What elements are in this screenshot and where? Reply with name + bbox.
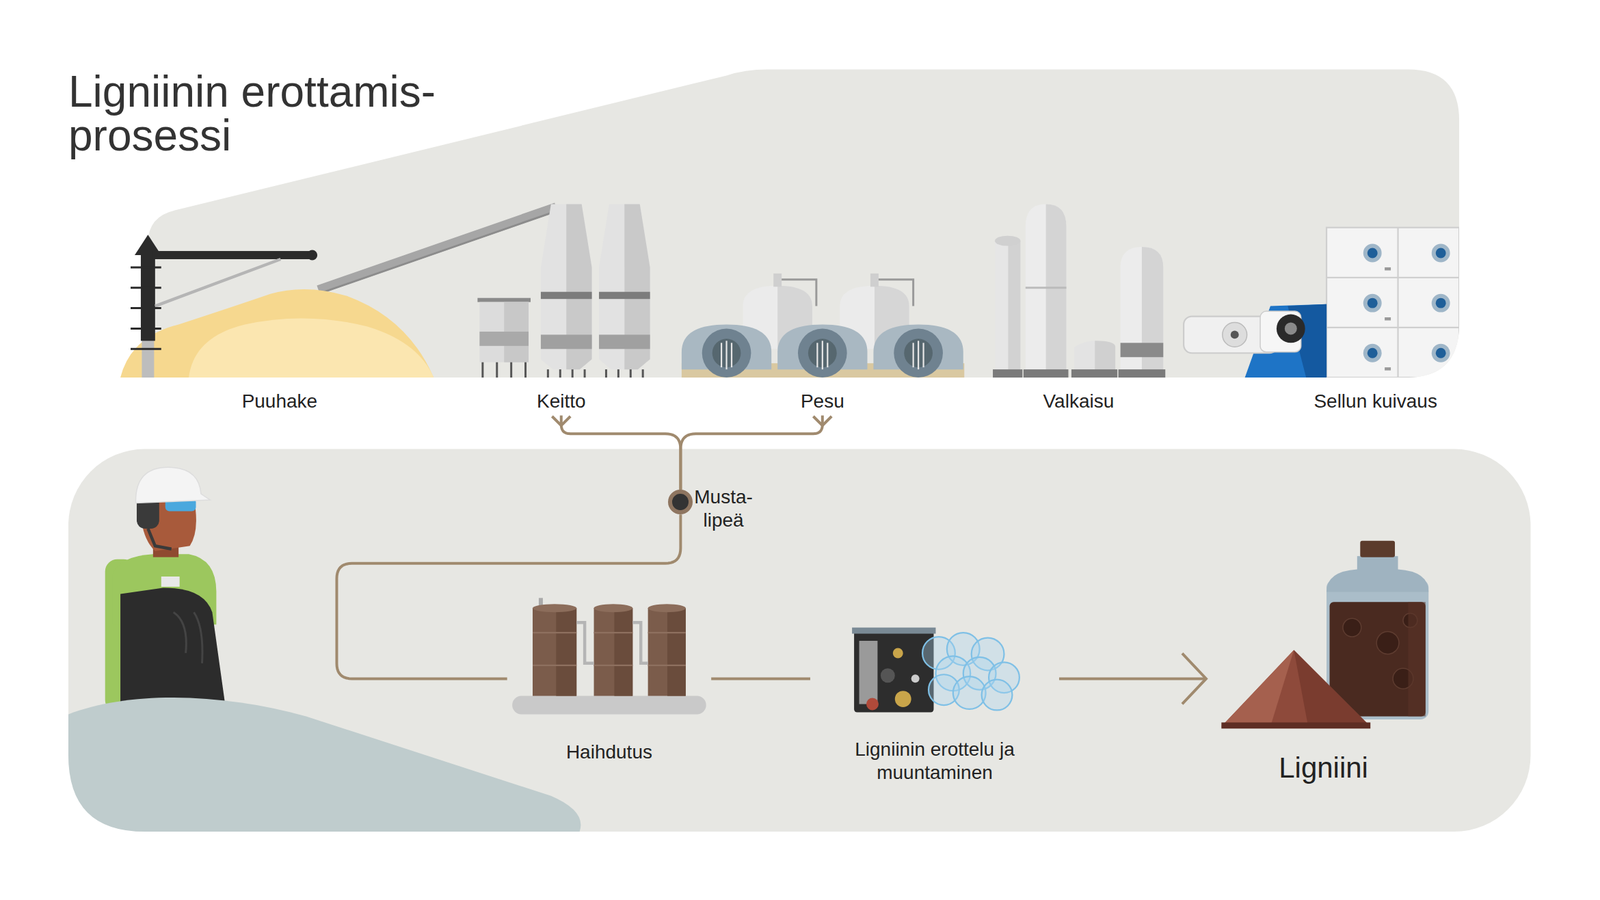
process-step: Puuhake xyxy=(218,384,341,416)
step-label: Sellun kuivaus xyxy=(1313,389,1438,413)
process-step: Pesu xyxy=(787,384,859,416)
step-label: Keitto xyxy=(536,389,586,413)
process-step: Sellun kuivaus xyxy=(1288,384,1463,416)
flow-line xyxy=(1059,676,1207,680)
pulp-dryer xyxy=(1326,227,1460,378)
lignin-product xyxy=(1221,540,1429,729)
digester-silos xyxy=(477,203,650,378)
step-label: Ligniini xyxy=(1278,750,1369,785)
bleaching-towers xyxy=(992,203,1166,378)
evaporator-tanks xyxy=(512,597,707,714)
washers xyxy=(681,273,965,378)
diagram-title: Ligniinin erottamis- prosessi xyxy=(68,69,561,158)
pulp-pile xyxy=(68,697,581,832)
process-step: Keitto xyxy=(515,384,608,416)
bracket-ticks xyxy=(551,416,832,426)
sheet-machine xyxy=(1183,304,1327,378)
flow-line xyxy=(711,676,811,680)
process-step: Ligniinin erottelu ja muuntaminen xyxy=(810,617,1060,788)
bottom-panel xyxy=(68,449,1531,833)
step-label: Ligniinin erottelu ja muuntaminen xyxy=(818,737,1051,784)
step-label: Puuhake xyxy=(242,389,318,413)
flow-line xyxy=(561,415,682,490)
step-label: Musta- lipeä xyxy=(694,485,753,532)
wood-chip-yard xyxy=(120,207,556,378)
process-step: Valkaisu xyxy=(1022,384,1135,416)
process-step: Haihdutus xyxy=(507,596,712,767)
flow-line xyxy=(336,514,681,679)
step-label: Pesu xyxy=(800,389,845,413)
step-label: Valkaisu xyxy=(1043,389,1115,413)
step-label: Haihdutus xyxy=(566,740,653,764)
junction-dot: Musta- lipeä xyxy=(668,489,693,515)
process-step: Ligniini xyxy=(1206,530,1441,788)
separation-unit xyxy=(851,627,1020,713)
flow-line xyxy=(680,415,822,490)
